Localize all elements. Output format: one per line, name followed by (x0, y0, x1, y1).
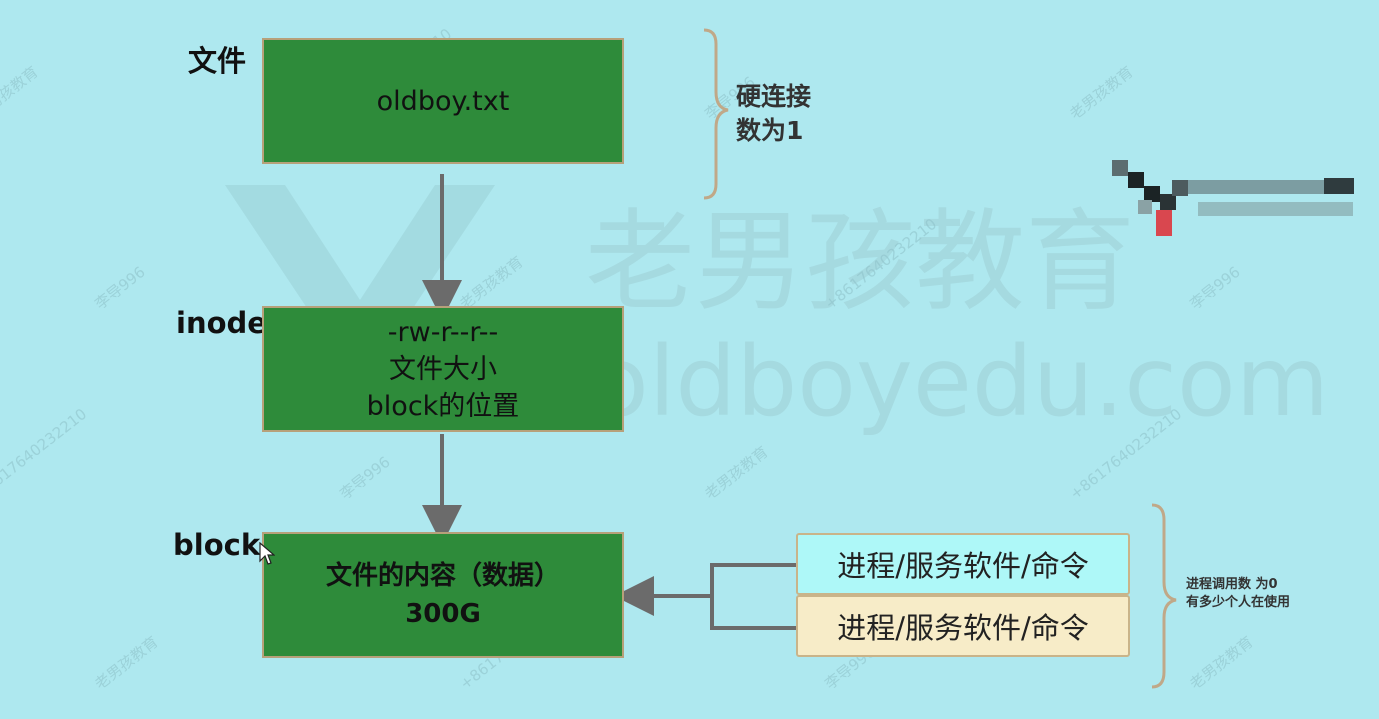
inode-permissions: -rw-r--r-- (387, 316, 499, 348)
inode-block-location: block的位置 (366, 390, 520, 422)
process-note-line2: 有多少个人在使用 (1186, 595, 1291, 610)
hardlink-brace (703, 28, 729, 200)
process-brace (1151, 503, 1177, 689)
watermark-tile: 老男孩教育 (1186, 633, 1256, 693)
inode-box: -rw-r--r-- 文件大小 block的位置 (262, 306, 624, 432)
block-label: block (173, 528, 261, 562)
watermark-tile: +8617640232210 (0, 405, 90, 503)
watermark-tile: 李导996 (1186, 263, 1243, 313)
watermark-tile: 老男孩教育 (456, 253, 526, 313)
block-content: 文件的内容（数据） (325, 561, 560, 591)
block-box: 文件的内容（数据） 300G (262, 532, 624, 658)
watermark-tile: 老男孩教育 (701, 443, 771, 503)
watermark-tile: 老男孩教育 (1066, 63, 1136, 123)
watermark-tile: 老男孩教育 (0, 63, 42, 123)
watermark-tile: +8617640232210 (1066, 405, 1185, 503)
watermark-tile: 李导996 (336, 453, 393, 503)
process-box-1: 进程/服务软件/命令 (796, 533, 1130, 595)
inode-file-size: 文件大小 (389, 353, 497, 385)
file-box: oldboy.txt (262, 38, 624, 164)
watermark-tile: 老男孩教育 (91, 633, 161, 693)
inode-label: inode (176, 306, 267, 340)
hardlink-note: 硬连接 数为1 (736, 80, 811, 148)
mouse-cursor-icon (259, 542, 275, 565)
process-note-line1: 进程调用数 为0 (1186, 577, 1278, 592)
process-box-2: 进程/服务软件/命令 (796, 595, 1130, 657)
pixelated-logo (1112, 160, 1354, 236)
block-size: 300G (405, 599, 481, 629)
file-name: oldboy.txt (376, 85, 510, 117)
hardlink-note-line1: 硬连接 (736, 82, 812, 111)
watermark-tile: 李导996 (91, 263, 148, 313)
file-label: 文件 (188, 44, 247, 78)
brand-watermark-en: oldboyedu.com (590, 326, 1329, 438)
diagonal-watermarks: 老男孩教育+8617640232210李导996老男孩教育+8617640232… (0, 25, 1257, 693)
process-note: 进程调用数 为0 有多少个人在使用 (1186, 576, 1290, 612)
brand-watermark-cn: 老男孩教育 (585, 198, 1135, 326)
process-connector (710, 563, 796, 630)
watermark-tile: +8617640232210 (821, 215, 940, 313)
hardlink-note-line2: 数为1 (736, 116, 804, 145)
